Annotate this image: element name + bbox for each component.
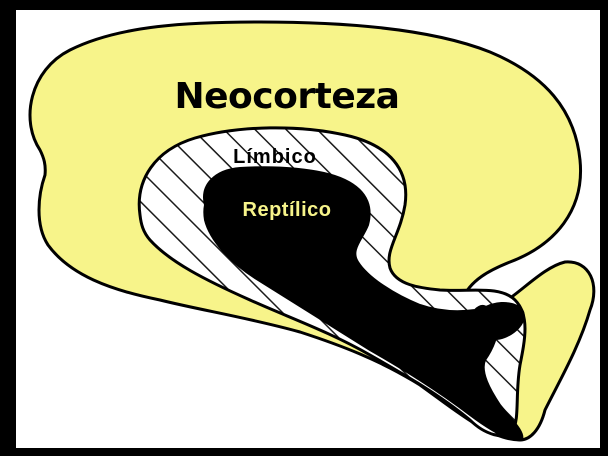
label-reptilico: Reptílico xyxy=(243,199,332,221)
label-limbico: Límbico xyxy=(233,146,317,168)
label-neocorteza: Neocorteza xyxy=(175,76,400,117)
